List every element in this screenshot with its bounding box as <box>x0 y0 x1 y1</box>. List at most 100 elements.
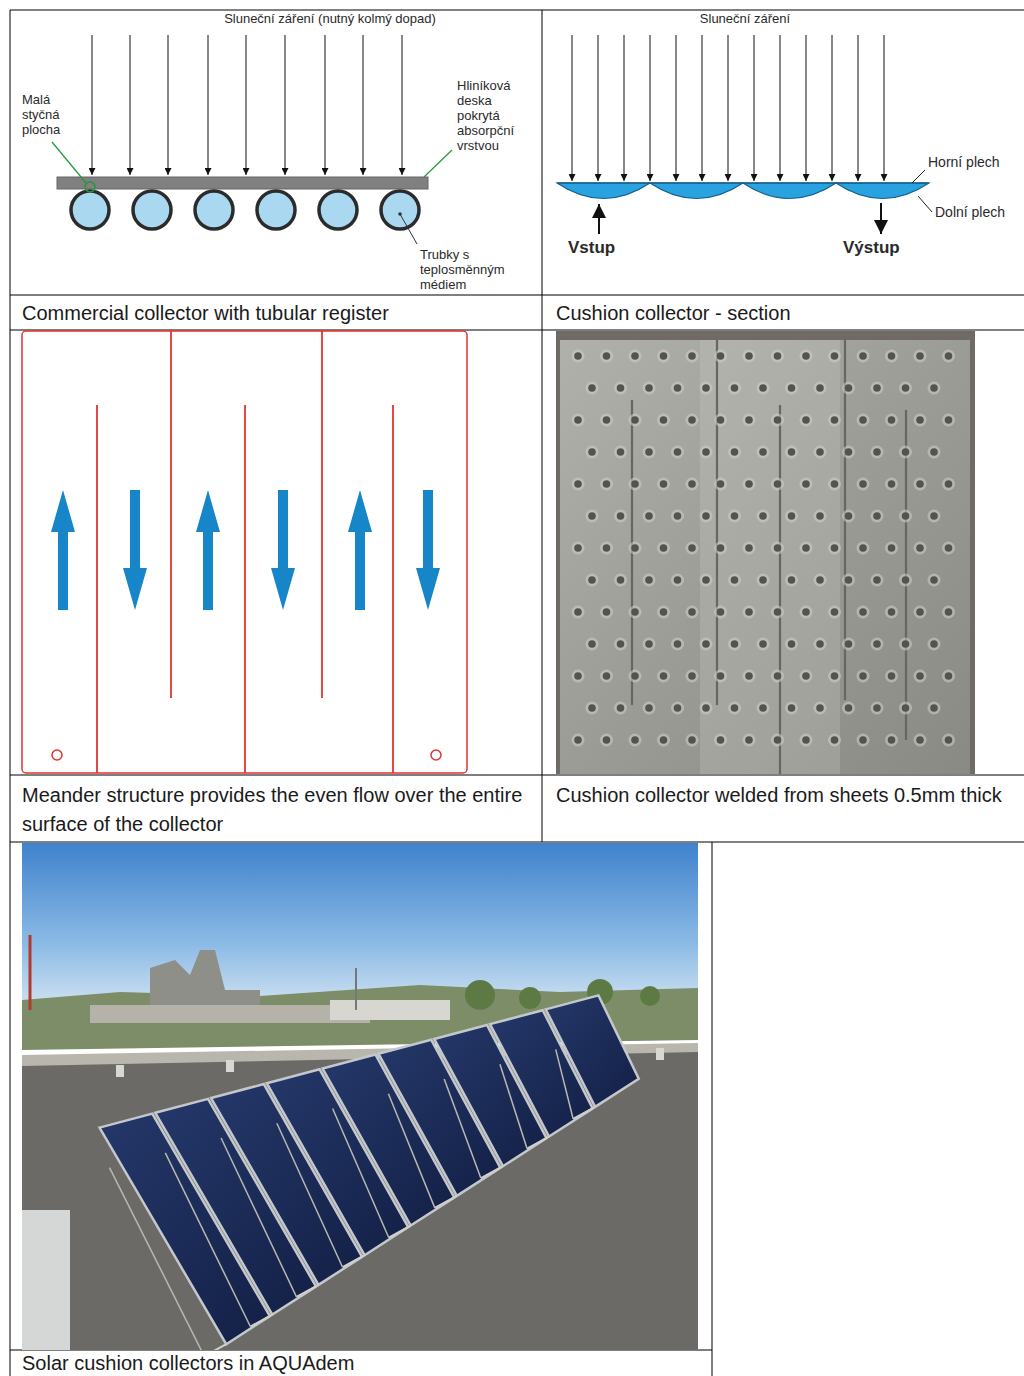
rooftop-photo <box>22 843 698 1350</box>
table-rule <box>542 10 543 842</box>
dimple-rim <box>757 574 770 587</box>
dimple <box>674 640 682 648</box>
dimple-rim <box>871 702 884 715</box>
dimple-rim <box>885 606 898 619</box>
figure-caption: Cushion collector welded from sheets 0.5… <box>556 781 1018 810</box>
dimple-rim <box>700 446 713 459</box>
sun-ray-arrow <box>754 35 755 181</box>
dimple <box>888 608 896 616</box>
dimple <box>916 480 924 488</box>
dimple <box>916 352 924 360</box>
dimple <box>745 736 753 744</box>
sun-ray-arrow <box>832 35 833 181</box>
port-label: Výstup <box>843 238 923 258</box>
dimple <box>731 576 739 584</box>
dimple-rim <box>885 542 898 555</box>
dimple <box>902 384 910 392</box>
dimple-rim <box>800 670 813 683</box>
dimple-rim <box>899 702 912 715</box>
dimple <box>802 352 810 360</box>
dimple-rim <box>914 670 927 683</box>
sun-ray-arrow <box>168 35 169 175</box>
dimple <box>831 736 839 744</box>
dimple-rim <box>771 350 784 363</box>
support-leg <box>573 1107 595 1119</box>
dimple <box>745 480 753 488</box>
industrial-building <box>150 950 260 1010</box>
dimple <box>574 672 582 680</box>
dimple <box>888 544 896 552</box>
dimple-rim <box>914 734 927 747</box>
leader-line <box>912 170 925 183</box>
dimple-rim <box>743 606 756 619</box>
dimple-rim <box>942 542 955 555</box>
dimple <box>574 480 582 488</box>
dimple-rim <box>686 350 699 363</box>
dimple <box>802 672 810 680</box>
dimple <box>873 576 881 584</box>
dimple <box>745 416 753 424</box>
dimple-rim <box>714 414 727 427</box>
dimple <box>859 736 867 744</box>
dimple-rim <box>614 510 627 523</box>
dimple-rim <box>800 478 813 491</box>
dimple <box>702 448 710 456</box>
dimple-rim <box>800 350 813 363</box>
sun-ray-arrow <box>598 35 599 181</box>
tube <box>319 191 357 229</box>
dimple <box>788 384 796 392</box>
dimple-rim <box>714 606 727 619</box>
dimple-rim <box>728 574 741 587</box>
dimple-rim <box>643 510 656 523</box>
dimple-rim <box>743 670 756 683</box>
dimple <box>802 480 810 488</box>
dimple <box>859 608 867 616</box>
cushion-collector-section <box>557 35 932 234</box>
dimple-rim <box>928 638 941 651</box>
outlet-arrow <box>880 203 882 234</box>
dimple-rim <box>572 734 585 747</box>
dimple <box>916 608 924 616</box>
dimple <box>930 512 938 520</box>
port-label: Vstup <box>568 238 638 258</box>
dimple-rim <box>857 542 870 555</box>
dimple <box>631 416 639 424</box>
support-leg <box>388 1094 434 1208</box>
dimple <box>816 704 824 712</box>
dimple <box>845 448 853 456</box>
dimple-rim <box>800 414 813 427</box>
figure-label: Sluneční záření <box>645 11 845 26</box>
dimple <box>688 736 696 744</box>
dimple <box>588 384 596 392</box>
dimple <box>603 544 611 552</box>
flow-arrow <box>123 490 147 610</box>
dimple <box>916 736 924 744</box>
dimple-rim <box>885 670 898 683</box>
contact-marker <box>85 182 95 192</box>
dimple-rim <box>828 542 841 555</box>
dimple-rim <box>857 414 870 427</box>
dimple-rim <box>871 510 884 523</box>
dimple-rim <box>629 606 642 619</box>
dimple <box>831 544 839 552</box>
dimple <box>816 576 824 584</box>
dimple <box>774 416 782 424</box>
dimple-rim <box>600 542 613 555</box>
dimple <box>774 480 782 488</box>
dimple <box>816 384 824 392</box>
dimple-rim <box>629 542 642 555</box>
dimple <box>717 672 725 680</box>
dimple-rim <box>600 734 613 747</box>
dimple <box>774 672 782 680</box>
roof-vent <box>656 1048 664 1060</box>
dimple <box>945 608 953 616</box>
dimple <box>888 352 896 360</box>
dimple-rim <box>942 606 955 619</box>
dimple <box>603 352 611 360</box>
dimple-rim <box>743 350 756 363</box>
support-leg <box>500 1064 527 1148</box>
dimple <box>617 448 625 456</box>
dimple-rim <box>842 510 855 523</box>
dimple <box>888 736 896 744</box>
sun-ray-arrow <box>728 35 729 181</box>
